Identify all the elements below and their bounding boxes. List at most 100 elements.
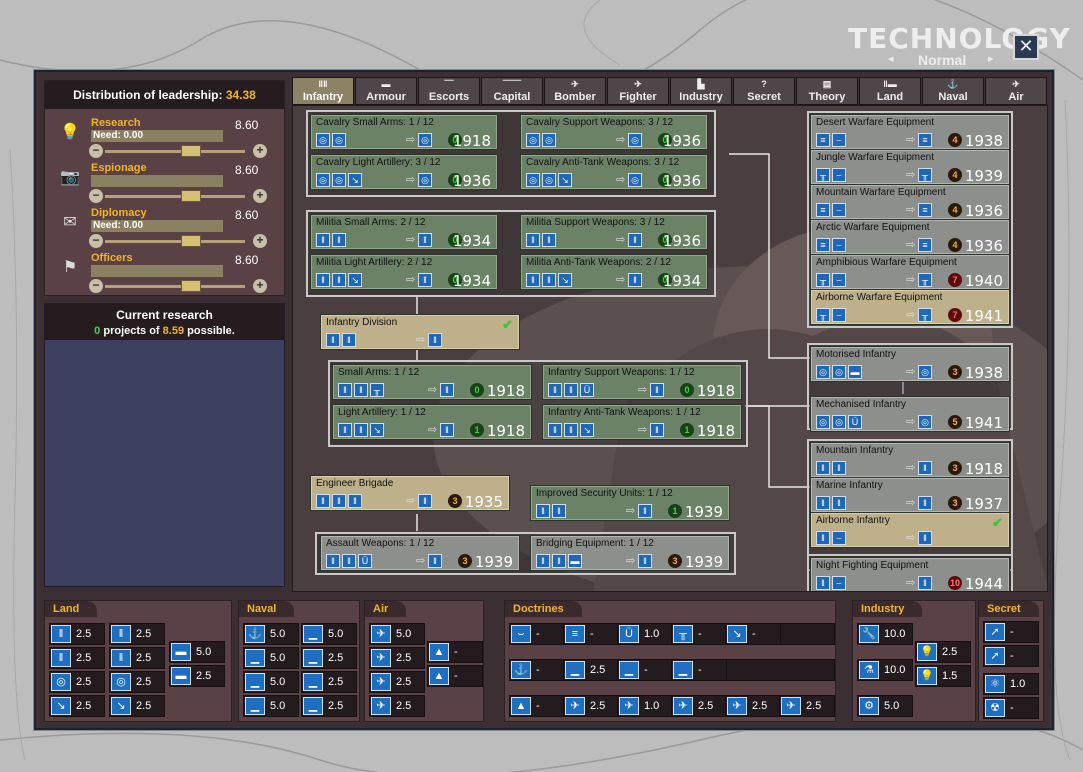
naval-cell[interactable]: ▁2.5 [301,647,357,669]
doctrine-cell[interactable]: ✈1.0 [617,695,673,717]
doctrine-cell[interactable]: ▁2.5 [563,659,619,681]
naval-cell[interactable]: ▁2.5 [301,671,357,693]
land-cell[interactable]: ↘2.5 [49,695,105,717]
industry-cell[interactable]: ⚗10.0 [857,659,913,681]
tech-airborne-infantry[interactable]: Airborne Infantry✔ǁ⌣⇨ǁ [810,512,1010,548]
officers-slider[interactable]: −+ [89,279,267,293]
secret-cell[interactable]: ⚛1.0 [983,673,1039,695]
doctrine-cell[interactable]: ╥- [671,623,727,645]
doctrine-cell[interactable]: ▁- [671,659,727,681]
doctrine-cell[interactable]: ⚓- [509,659,565,681]
tab-theory[interactable]: ▤Theory [796,77,858,105]
air-cell[interactable]: ▲- [427,665,483,687]
secret-cell[interactable]: ☢- [983,697,1039,719]
secret-cell[interactable]: ➚- [983,621,1039,643]
doctrine-cell[interactable]: ▲- [509,695,565,717]
land-cell[interactable]: ↘2.5 [109,695,165,717]
close-button[interactable]: ✕ [1013,34,1039,60]
difficulty-prev-button[interactable]: ◂ [888,53,894,65]
tab-bomber[interactable]: ✈Bomber [544,77,606,105]
minus-icon[interactable]: − [89,234,103,248]
air-cell[interactable]: ▲- [427,641,483,663]
land-cell[interactable]: ◎2.5 [49,671,105,693]
plus-icon[interactable]: + [253,189,267,203]
tab-industry[interactable]: ▙Industry [670,77,732,105]
air-cell[interactable]: ✈2.5 [369,671,425,693]
tab-escorts[interactable]: ⎺Escorts [418,77,480,105]
tab-secret[interactable]: ?Secret [733,77,795,105]
minus-icon[interactable]: − [89,189,103,203]
minus-icon[interactable]: − [89,279,103,293]
industry-cell[interactable]: 💡2.5 [915,641,971,663]
diplomacy-slider[interactable]: −+ [89,234,267,248]
doctrine-cell[interactable]: ▁- [617,659,673,681]
doctrine-cell[interactable]: ✈2.5 [779,695,835,717]
research-slider[interactable]: −+ [89,144,267,158]
tab-capital[interactable]: ⎺⎺Capital [481,77,543,105]
doctrine-cell[interactable]: ≡- [563,623,619,645]
naval-cell[interactable]: ▁5.0 [243,647,299,669]
doctrine-cell[interactable]: ⌣- [509,623,565,645]
naval-cell[interactable]: ▁2.5 [301,695,357,717]
tab-air[interactable]: ✈Air [985,77,1047,105]
land-cell[interactable]: ◎2.5 [109,671,165,693]
doctrine-cell[interactable]: ✈2.5 [671,695,727,717]
air-cell[interactable]: ✈2.5 [369,647,425,669]
industry-cell[interactable]: ⚙5.0 [857,695,913,717]
industry-cell[interactable]: 🔧10.0 [857,623,913,645]
plus-icon[interactable]: + [253,144,267,158]
tab-armour[interactable]: ▬Armour [355,77,417,105]
doctrine-cell[interactable]: ✈2.5 [725,695,781,717]
industry-cell[interactable]: 💡1.5 [915,665,971,687]
plus-icon[interactable]: + [253,234,267,248]
slider-handle[interactable] [181,190,201,202]
difficulty-next-button[interactable]: ▸ [988,53,994,65]
tab-land[interactable]: ǁ▬Land [859,77,921,105]
naval-cell[interactable]: ▁5.0 [243,671,299,693]
slider-handle[interactable] [181,145,201,157]
minus-icon[interactable]: − [89,144,103,158]
tab-fighter[interactable]: ✈Fighter [607,77,669,105]
slider-handle[interactable] [181,280,201,292]
slider-handle[interactable] [181,235,201,247]
doctrine-cell[interactable]: ✈2.5 [563,695,619,717]
doctrine-cell[interactable]: ↘- [725,623,781,645]
land-cell[interactable]: ▬2.5 [169,665,225,687]
tab-naval[interactable]: ⚓Naval [922,77,984,105]
naval-cell[interactable]: ⚓5.0 [243,623,299,645]
secret-cell[interactable]: ➚- [983,645,1039,667]
plus-icon[interactable]: + [253,279,267,293]
